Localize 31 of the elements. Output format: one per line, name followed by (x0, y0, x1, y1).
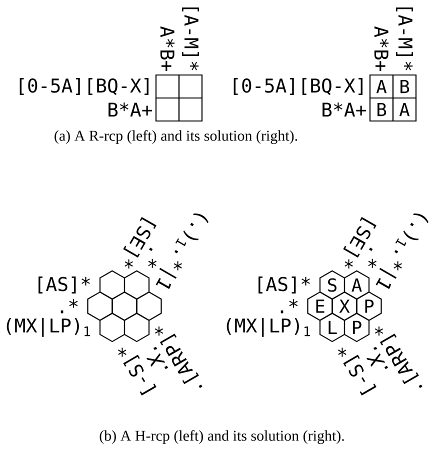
grid-cell (155, 97, 180, 122)
regex-label: A*B+ (160, 26, 175, 71)
hex-cell (99, 312, 126, 342)
grid-cell (178, 74, 203, 99)
hex-cell (124, 270, 150, 300)
regex-label: [0-5A][BQ-X] (234, 78, 362, 95)
regex-label: .* (60, 299, 78, 314)
regex-label: [A-M]* (396, 7, 413, 70)
hex-cell: S (319, 270, 346, 300)
grid-cell: B (369, 97, 394, 122)
grid-cell: A (369, 74, 394, 99)
grid-cell: B (392, 74, 417, 99)
regex-label: .* (280, 299, 298, 314)
regex-label: [AS]* (38, 276, 90, 294)
hex-cell: L (319, 312, 346, 342)
caption: (b) A H-rcp (left) and its solution (right). (100, 430, 344, 444)
grid-cell (155, 74, 180, 99)
hex-cell: A (344, 270, 370, 300)
regex-label: [AS]* (258, 276, 310, 294)
regex-label: B*A+ (108, 102, 152, 117)
grid-cell (178, 97, 203, 122)
regex-label: (MX|LP)$_{1}$ (6, 318, 90, 337)
regex-label: B*A+ (322, 102, 366, 117)
grid-cell: A (392, 97, 417, 122)
regex-label: A*B+ (374, 26, 389, 71)
regex-label: [A-M]* (182, 7, 199, 70)
hex-cell (124, 312, 150, 342)
regex-label: [0-5A][BQ-X] (20, 78, 148, 95)
hex-cell: P (344, 312, 370, 342)
hex-cell (99, 270, 126, 300)
caption: (a) A R-rcp (left) and its solution (right). (54, 130, 298, 144)
